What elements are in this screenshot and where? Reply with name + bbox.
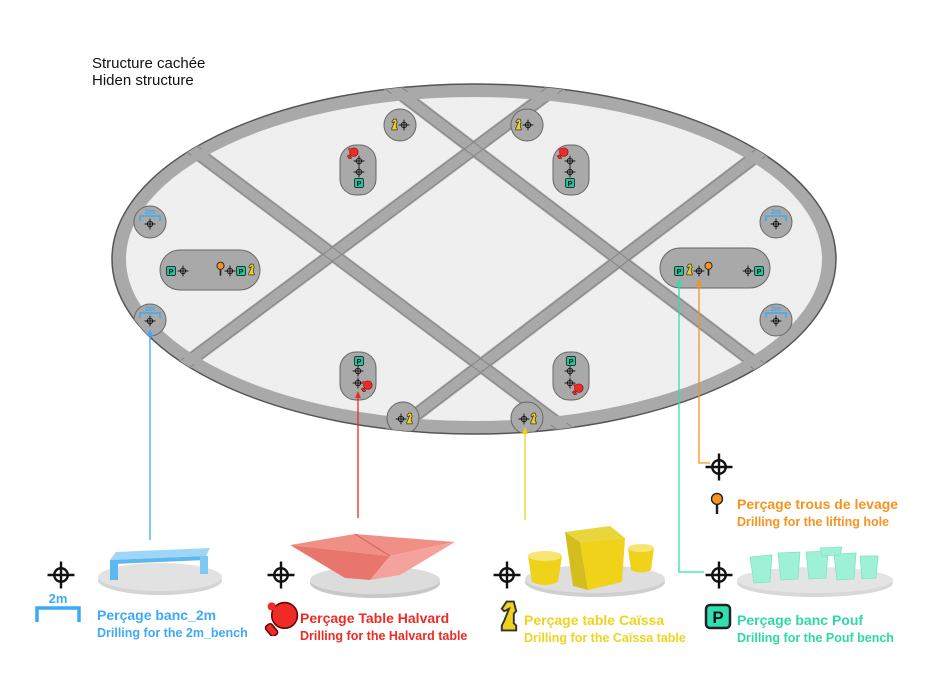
legend-lifting-fr: Perçage trous de levage <box>737 496 899 512</box>
crosshair-icon <box>266 560 296 590</box>
pouf-p-icon <box>754 266 764 276</box>
pouf-p-icon <box>674 266 684 276</box>
badge-2m-text: 2m <box>49 591 68 606</box>
legend-lifting: Perçage trous de levage Drilling for the… <box>737 495 898 531</box>
legend-halvard: Perçage Table Halvard Drilling for the H… <box>300 609 467 645</box>
crosshair-icon <box>704 452 734 482</box>
legend-halvard-en: Drilling for the Halvard table <box>300 629 468 643</box>
bench-2m-icon: 2m <box>35 591 81 622</box>
legend-bench: Perçage banc_2m Drilling for the 2m_benc… <box>97 606 248 642</box>
pouf-p-icon <box>354 356 364 366</box>
legend-lifting-en: Drilling for the lifting hole <box>737 515 890 529</box>
legend-caissa-fr: Perçage table Caïssa <box>524 612 665 628</box>
legend-bench-fr: Perçage banc_2m <box>97 607 217 623</box>
diagram-title: Structure cachée Hiden structure <box>92 55 205 89</box>
title-english: Hiden structure <box>92 72 194 89</box>
legend-pouf: Perçage banc Pouf Drilling for the Pouf … <box>737 611 894 647</box>
bench-2m-illustration <box>98 548 222 595</box>
title-french: Structure cachée <box>92 55 206 72</box>
crosshair-icon <box>704 560 734 590</box>
pouf-bench-illustration <box>737 546 893 597</box>
chess-knight-icon <box>500 600 518 632</box>
pouf-p-icon: P <box>704 603 732 630</box>
lifting-pin-icon <box>710 492 724 514</box>
pouf-p-icon <box>566 356 576 366</box>
pouf-p-icon <box>166 266 176 276</box>
leader-line-lifting <box>698 280 710 464</box>
legend-pouf-fr: Perçage banc Pouf <box>737 612 864 628</box>
legend-pouf-en: Drilling for the Pouf bench <box>737 631 894 645</box>
crosshair-icon <box>46 560 76 590</box>
legend-halvard-fr: Perçage Table Halvard <box>300 610 450 626</box>
pouf-p-icon <box>565 178 575 188</box>
pouf-p-icon <box>354 178 364 188</box>
crosshair-icon <box>492 560 522 590</box>
legend-bench-en: Drilling for the 2m_bench <box>97 626 248 640</box>
leader-line-pouf <box>678 280 704 573</box>
foam-panels <box>112 84 836 434</box>
caissa-table-illustration <box>525 526 665 597</box>
badge-p-text: P <box>712 608 723 627</box>
halvard-table-illustration <box>290 533 455 598</box>
legend-caissa: Perçage table Caïssa Drilling for the Ca… <box>524 611 686 647</box>
leader-lines <box>147 279 710 573</box>
ping-pong-paddle-icon <box>264 601 299 636</box>
legend-caissa-en: Drilling for the Caïssa table <box>524 631 686 645</box>
pouf-p-icon <box>236 266 246 276</box>
